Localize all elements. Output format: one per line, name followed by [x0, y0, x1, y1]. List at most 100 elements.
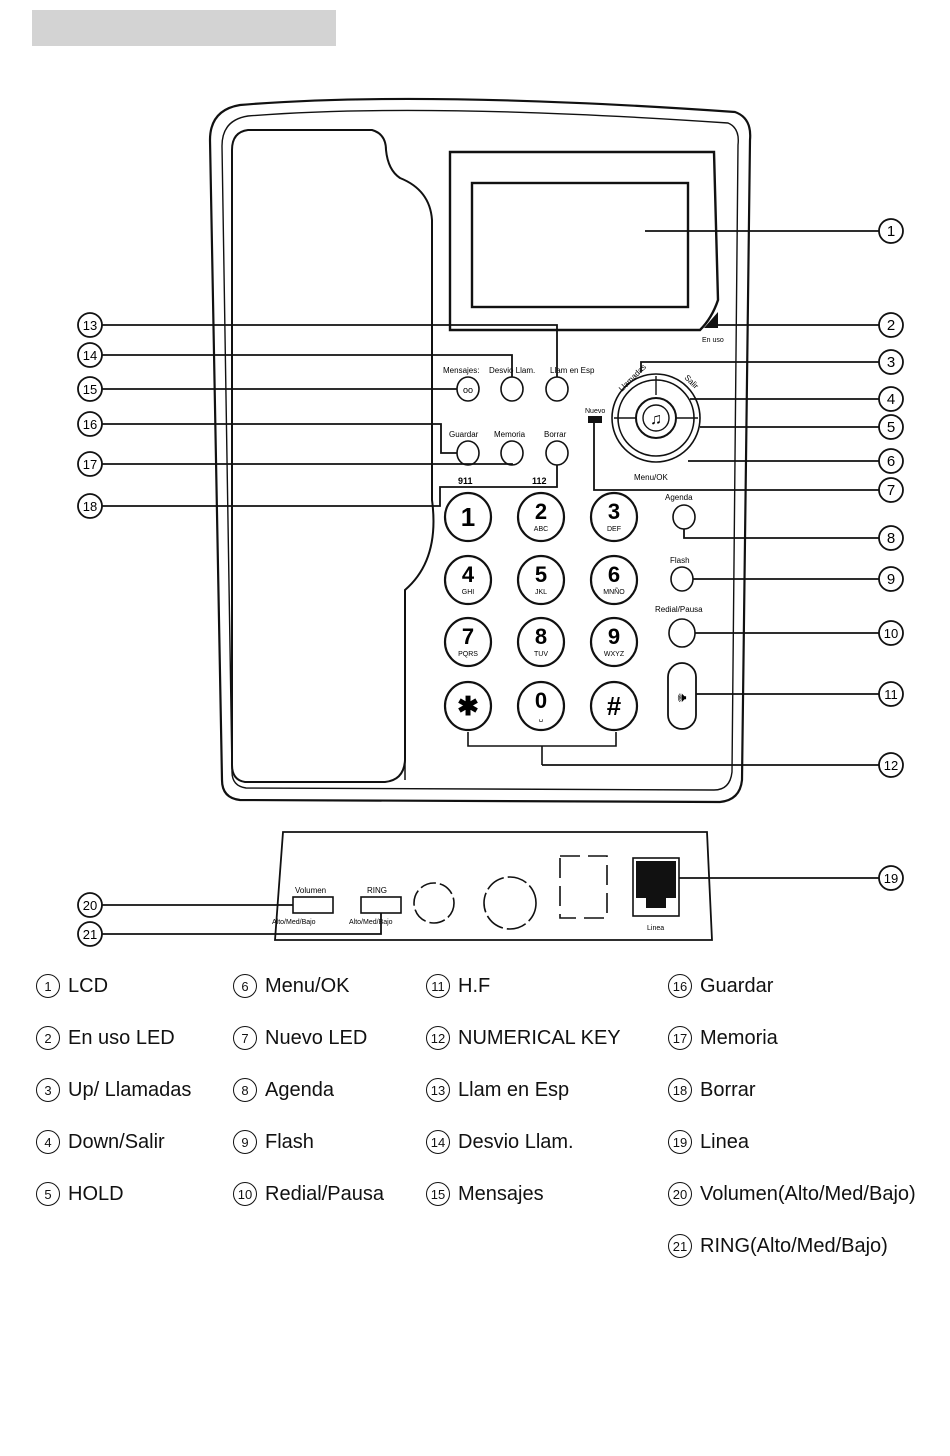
callout-number: 3: [887, 354, 895, 371]
hold-button[interactable]: [635, 397, 677, 439]
callout-21: 21: [77, 921, 103, 947]
legend-text: RING(Alto/Med/Bajo): [700, 1234, 888, 1257]
handsfree-button[interactable]: [667, 662, 697, 730]
callout-circle: [77, 921, 103, 947]
keypad-key-circle[interactable]: [589, 491, 639, 543]
callout-17: 17: [77, 451, 103, 477]
mensajes-label: Mensajes:: [443, 366, 479, 375]
callout-5: 5: [878, 414, 904, 440]
callout-number: 20: [83, 898, 97, 913]
legend-number: 12: [426, 1026, 450, 1050]
callout-6: 6: [878, 448, 904, 474]
callout-number: 12: [884, 758, 898, 773]
keypad-key-digit: 2: [535, 499, 547, 524]
keypad-key[interactable]: 1: [443, 491, 493, 543]
legend-text: Menu/OK: [265, 974, 350, 997]
callout-2: 2: [878, 312, 904, 338]
callout-circle: [77, 312, 103, 338]
legend-text: Borrar: [700, 1078, 756, 1101]
callout-number: 11: [884, 687, 898, 702]
legend-text: Flash: [265, 1130, 314, 1153]
ring-switch[interactable]: [360, 896, 402, 914]
keypad-key-letters: MNÑO: [603, 587, 625, 596]
phone-diagram: En uso ♫ Llamadas Salir Menu/OK Nuevo Me…: [77, 97, 904, 947]
legend-number: 11: [426, 974, 450, 998]
redial-label: Redial/Pausa: [655, 605, 703, 614]
volumen-switch[interactable]: [292, 896, 334, 914]
callout-circle: [77, 342, 103, 368]
agenda-label: Agenda: [665, 493, 693, 502]
legend-number: 5: [36, 1182, 60, 1206]
callout-number: 13: [83, 318, 97, 333]
volumen-sub-label: Alto/Med/Bajo: [272, 919, 316, 926]
callout-4: 4: [878, 386, 904, 412]
keypad-key-circle[interactable]: [589, 680, 639, 732]
borrar-button[interactable]: [545, 440, 569, 466]
legend-number: 15: [426, 1182, 450, 1206]
keypad-key-circle[interactable]: [443, 616, 493, 668]
keypad-key-circle[interactable]: [516, 680, 566, 732]
legend-number: 17: [668, 1026, 692, 1050]
keypad-key-digit: #: [607, 691, 622, 721]
legend-number: 7: [233, 1026, 257, 1050]
desvio-button[interactable]: [500, 376, 524, 402]
legend-text: LCD: [68, 974, 109, 997]
legend-text: Linea: [700, 1130, 749, 1153]
callout-3: 3: [878, 349, 904, 375]
lcd-screen: [470, 181, 690, 309]
llam-esp-button[interactable]: [545, 376, 569, 402]
keypad-key-circle[interactable]: [589, 616, 639, 668]
base-slot: [559, 855, 608, 919]
keypad-key-digit: 9: [608, 624, 620, 649]
keypad-key-digit: ✱: [457, 691, 479, 721]
keypad-key-circle[interactable]: [516, 491, 566, 543]
base-panel-outline: [274, 831, 713, 941]
memoria-button[interactable]: [500, 440, 524, 466]
handset: [231, 129, 435, 783]
keypad-key-digit: 5: [535, 562, 547, 587]
legend-number: 1: [36, 974, 60, 998]
guardar-button[interactable]: [456, 440, 480, 466]
callout-number: 17: [83, 457, 97, 472]
keypad-key-circle[interactable]: [589, 554, 639, 606]
agenda-button[interactable]: [672, 504, 696, 530]
legend-text: Nuevo LED: [265, 1026, 368, 1049]
redial-button[interactable]: [668, 618, 696, 648]
keypad-key[interactable]: ✱: [443, 680, 493, 732]
legend-text: En uso LED: [68, 1026, 175, 1049]
legend-number: 16: [668, 974, 692, 998]
keypad-key-circle[interactable]: [516, 554, 566, 606]
legend-number: 13: [426, 1078, 450, 1102]
keypad-key-letters: PQRS: [458, 651, 478, 658]
keypad-key-circle[interactable]: [443, 680, 493, 732]
callout-circle: [878, 448, 904, 474]
flash-button[interactable]: [670, 566, 694, 592]
legend-text: Volumen(Alto/Med/Bajo): [700, 1182, 916, 1205]
callout-number: 21: [83, 927, 97, 942]
linea-label: Linea: [647, 925, 664, 932]
callout-number: 19: [884, 871, 898, 886]
keypad-key[interactable]: #: [589, 680, 639, 732]
callout-number: 6: [887, 453, 895, 470]
keypad-key[interactable]: 0␣: [516, 680, 566, 732]
keypad-key-circle[interactable]: [443, 554, 493, 606]
callout-number: 9: [887, 571, 895, 588]
callout-number: 2: [887, 317, 895, 334]
keypad-key-circle[interactable]: [516, 616, 566, 668]
keypad-key-circle[interactable]: [443, 491, 493, 543]
